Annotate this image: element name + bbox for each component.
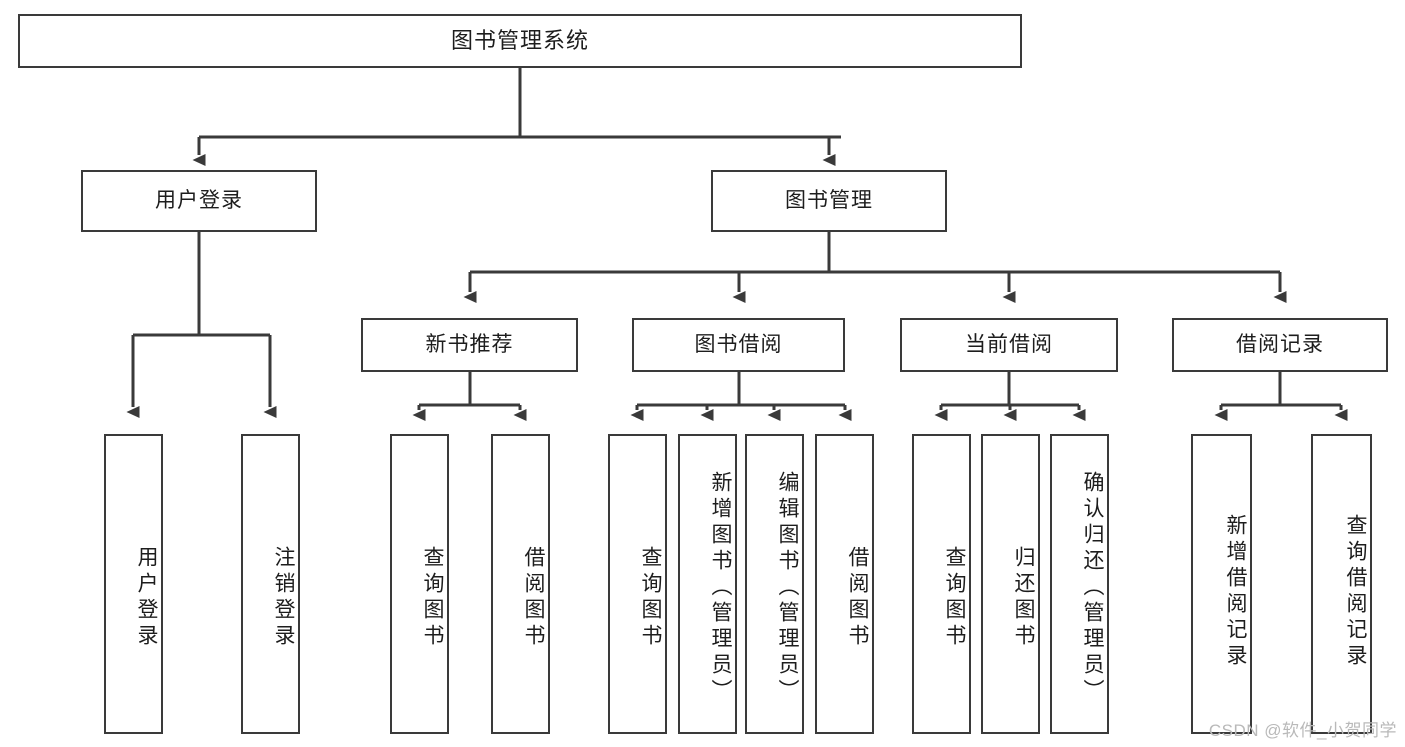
node-borrow-record-label: 借阅记录 xyxy=(1236,333,1324,357)
node-current-borrow[interactable]: 当前借阅 xyxy=(900,318,1118,372)
node-book-management[interactable]: 图书管理 xyxy=(711,170,947,232)
leaf-label: 新增借阅记录 xyxy=(1224,514,1247,670)
node-user-login-label: 用户登录 xyxy=(155,189,243,213)
node-user-login[interactable]: 用户登录 xyxy=(81,170,317,232)
leaf-label: 借阅图书 xyxy=(522,546,545,650)
leaf-label: 归还图书 xyxy=(1012,546,1035,650)
node-new-book-recommend[interactable]: 新书推荐 xyxy=(361,318,578,372)
leaf-record-add-record[interactable]: 新增借阅记录 xyxy=(1191,434,1252,734)
leaf-recommend-query-book[interactable]: 查询图书 xyxy=(390,434,449,734)
leaf-label: 查询图书 xyxy=(943,546,966,650)
watermark-text: CSDN @软件_小贺同学 xyxy=(1208,721,1397,740)
leaf-label: 查询借阅记录 xyxy=(1344,514,1367,670)
leaf-label: 注销登录 xyxy=(272,546,295,650)
leaf-label: 确认归还（管理员） xyxy=(1081,471,1104,705)
leaf-user-login-login[interactable]: 用户登录 xyxy=(104,434,163,734)
leaf-borrow-edit-book-admin[interactable]: 编辑图书（管理员） xyxy=(745,434,804,734)
leaf-label: 编辑图书（管理员） xyxy=(776,471,799,705)
leaf-user-login-logout[interactable]: 注销登录 xyxy=(241,434,300,734)
node-root[interactable]: 图书管理系统 xyxy=(18,14,1022,68)
leaf-borrow-query-book[interactable]: 查询图书 xyxy=(608,434,667,734)
leaf-current-confirm-return-admin[interactable]: 确认归还（管理员） xyxy=(1050,434,1109,734)
leaf-label: 借阅图书 xyxy=(846,546,869,650)
node-book-borrow-label: 图书借阅 xyxy=(694,333,783,357)
node-current-borrow-label: 当前借阅 xyxy=(965,333,1053,357)
leaf-current-return-book[interactable]: 归还图书 xyxy=(981,434,1040,734)
node-book-borrow[interactable]: 图书借阅 xyxy=(632,318,845,372)
leaf-label: 查询图书 xyxy=(639,546,662,650)
node-root-label: 图书管理系统 xyxy=(450,27,589,53)
node-new-book-recommend-label: 新书推荐 xyxy=(425,333,514,357)
leaf-current-query-book[interactable]: 查询图书 xyxy=(912,434,971,734)
leaf-borrow-add-book-admin[interactable]: 新增图书（管理员） xyxy=(678,434,737,734)
node-borrow-record[interactable]: 借阅记录 xyxy=(1172,318,1388,372)
node-book-management-label: 图书管理 xyxy=(785,189,873,213)
leaf-borrow-borrow-book[interactable]: 借阅图书 xyxy=(815,434,874,734)
leaf-recommend-borrow-book[interactable]: 借阅图书 xyxy=(491,434,550,734)
leaf-label: 用户登录 xyxy=(135,546,158,650)
leaf-label: 新增图书（管理员） xyxy=(709,471,732,705)
leaf-record-query-record[interactable]: 查询借阅记录 xyxy=(1311,434,1372,734)
leaf-label: 查询图书 xyxy=(421,546,444,650)
